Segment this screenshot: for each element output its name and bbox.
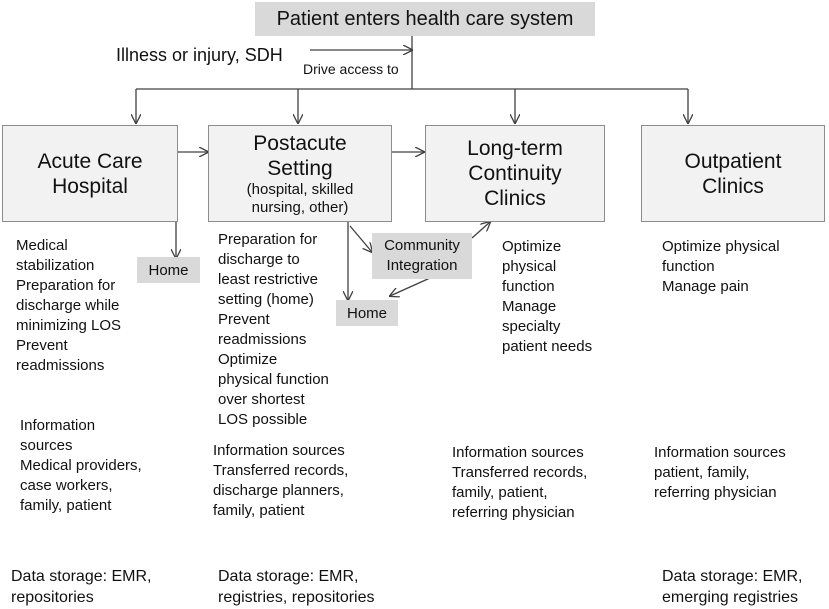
outpatient-goals: Optimize physical function Manage pain (662, 238, 780, 295)
arrow-postacute-to-community (349, 225, 372, 252)
acute-data-storage: Data storage: EMR, repositories (11, 568, 152, 606)
home-box-acute: Home (137, 257, 200, 283)
acute-care-title: Acute Care Hospital (37, 149, 143, 198)
postacute-subtitle: (hospital, skilled nursing, other) (246, 180, 354, 216)
postacute-goals: Preparation for discharge to least restr… (218, 231, 329, 428)
outpatient-box: Outpatient Clinics (641, 125, 825, 222)
outpatient-data-storage: Data storage: EMR, emerging registries (662, 568, 803, 606)
drive-access-label: Drive access to (303, 61, 399, 77)
acute-goals: Medical stabilization Preparation for di… (16, 237, 122, 374)
longterm-goals: Optimize physical function Manage specia… (502, 238, 593, 355)
postacute-data-storage: Data storage: EMR, registries, repositor… (218, 568, 375, 606)
postacute-info-sources: Information sources Transferred records,… (213, 442, 349, 519)
longterm-info-sources: Information sources Transferred records,… (452, 444, 588, 521)
acute-care-box: Acute Care Hospital (2, 125, 178, 222)
illness-label: Illness or injury, SDH (116, 45, 283, 65)
home-label-postacute: Home (346, 304, 387, 322)
acute-info-sources: Information sources Medical providers, c… (20, 417, 142, 514)
home-box-postacute: Home (336, 300, 398, 326)
arrow-community-to-longterm (471, 222, 490, 239)
outpatient-info-sources: Information sources patient, family, ref… (654, 444, 786, 501)
entry-label: Patient enters health care system (276, 7, 574, 30)
home-label-acute: Home (148, 261, 189, 279)
entry-box: Patient enters health care system (255, 2, 595, 36)
community-integration-box: Community Integration (372, 233, 472, 279)
community-integration-label: Community Integration (384, 237, 460, 274)
postacute-title: Postacute Setting (253, 131, 347, 180)
outpatient-title: Outpatient Clinics (684, 149, 782, 198)
longterm-title: Long-term Continuity Clinics (467, 137, 563, 210)
arrow-community-to-home (390, 277, 431, 296)
longterm-box: Long-term Continuity Clinics (425, 125, 605, 222)
postacute-box: Postacute Setting (hospital, skilled nur… (208, 125, 392, 222)
